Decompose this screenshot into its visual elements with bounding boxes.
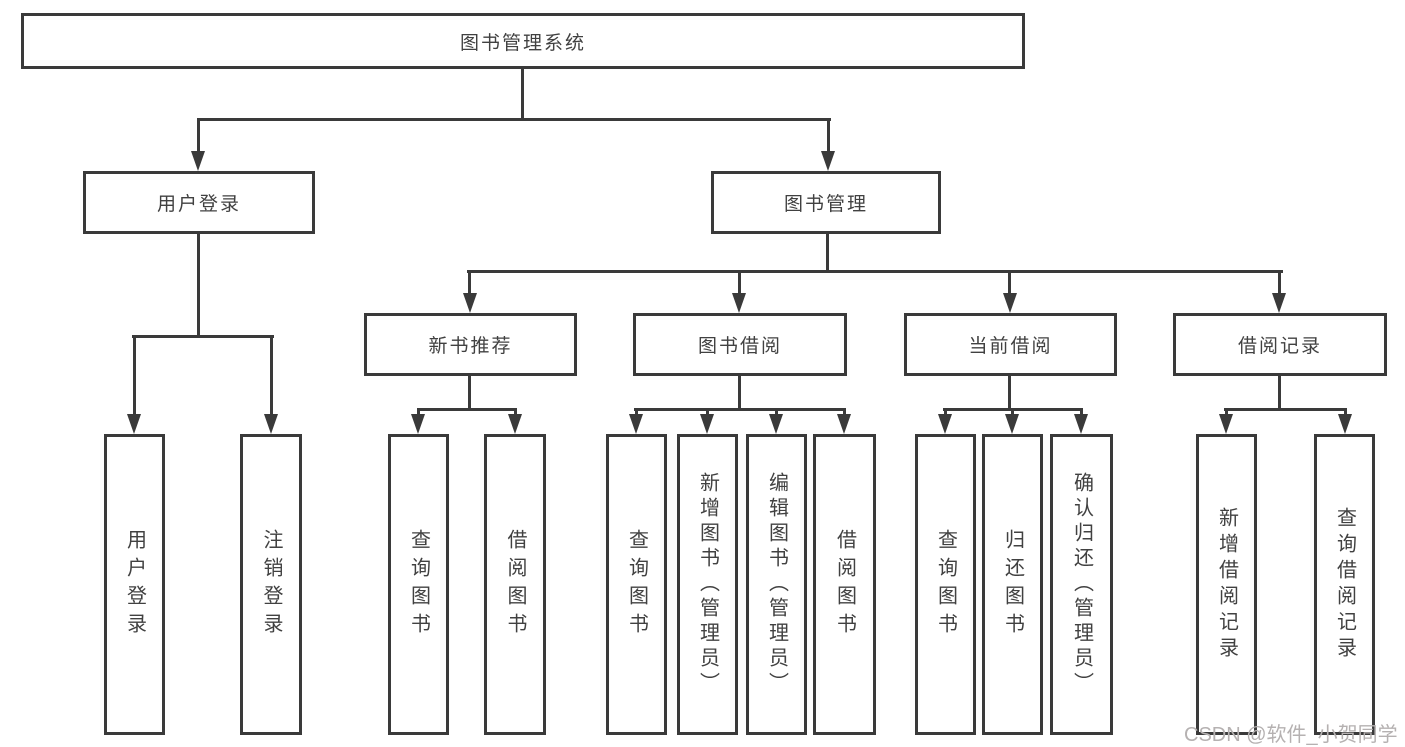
connector-line [775, 408, 778, 418]
connector-line [521, 66, 524, 121]
node-label: 借阅图书 [833, 528, 856, 641]
leaf-recommend-borrow-books: 借阅图书 [484, 434, 546, 735]
leaf-add-books-admin: 新增图书（管理员） [677, 434, 738, 735]
connector-line [417, 408, 420, 418]
leaf-user-login: 用户登录 [104, 434, 165, 735]
arrow-down-icon [1005, 414, 1019, 434]
arrow-down-icon [1272, 293, 1286, 313]
arrow-down-icon [508, 414, 522, 434]
leaf-logout: 注销登录 [240, 434, 302, 735]
connector-line [468, 270, 471, 295]
arrow-down-icon [629, 414, 643, 434]
connector-line [634, 408, 846, 411]
connector-line [826, 232, 829, 273]
node-label: 归还图书 [1001, 528, 1024, 641]
connector-line [417, 408, 517, 411]
node-label: 图书管理 [783, 194, 868, 215]
arrow-down-icon [1338, 414, 1352, 434]
connector-line [706, 408, 709, 418]
arrow-down-icon [821, 151, 835, 171]
connector-line [270, 335, 273, 416]
connector-line [197, 118, 200, 154]
arrow-down-icon [1219, 414, 1233, 434]
node-new-book-recommend: 新书推荐 [364, 313, 577, 376]
arrow-down-icon [1003, 293, 1017, 313]
connector-line [1011, 408, 1014, 418]
arrow-down-icon [411, 414, 425, 434]
connector-line [197, 118, 831, 121]
node-user-login: 用户登录 [83, 171, 315, 234]
connector-line [1344, 408, 1347, 418]
connector-line [944, 408, 947, 418]
connector-line [1225, 408, 1228, 418]
node-label: 确认归还（管理员） [1070, 472, 1093, 697]
arrow-down-icon [191, 151, 205, 171]
arrow-down-icon [700, 414, 714, 434]
node-book-management: 图书管理 [711, 171, 941, 234]
connector-line [468, 373, 471, 411]
leaf-query-borrow-record: 查询借阅记录 [1314, 434, 1375, 735]
arrow-down-icon [732, 293, 746, 313]
connector-line [738, 373, 741, 411]
node-borrowing-records: 借阅记录 [1173, 313, 1387, 376]
node-label: 查询图书 [934, 528, 957, 641]
connector-line [514, 408, 517, 418]
node-label: 查询图书 [407, 528, 430, 641]
connector-line [1008, 270, 1011, 295]
node-label: 查询借阅记录 [1333, 506, 1356, 663]
node-label: 借阅记录 [1237, 336, 1322, 357]
node-label: 用户登录 [156, 194, 241, 215]
arrow-down-icon [127, 414, 141, 434]
arrow-down-icon [1074, 414, 1088, 434]
connector-line [1278, 373, 1281, 411]
leaf-edit-books-admin: 编辑图书（管理员） [746, 434, 807, 735]
node-current-borrowing: 当前借阅 [904, 313, 1117, 376]
node-label: 注销登录 [260, 528, 282, 641]
connector-line [132, 335, 274, 338]
node-library-management-system: 图书管理系统 [21, 13, 1025, 69]
connector-line [1278, 270, 1281, 295]
node-label: 用户登录 [123, 528, 146, 641]
leaf-confirm-return-admin: 确认归还（管理员） [1050, 434, 1113, 735]
node-book-borrowing: 图书借阅 [633, 313, 847, 376]
leaf-borrowing-borrow-books: 借阅图书 [813, 434, 876, 735]
arrow-down-icon [264, 414, 278, 434]
connector-line [1008, 373, 1011, 411]
node-label: 查询图书 [625, 528, 648, 641]
arrow-down-icon [463, 293, 477, 313]
arrow-down-icon [938, 414, 952, 434]
node-label: 新增借阅记录 [1215, 506, 1238, 663]
leaf-current-query-books: 查询图书 [915, 434, 976, 735]
csdn-watermark: CSDN @软件_小贺同学 [1184, 724, 1398, 746]
arrow-down-icon [837, 414, 851, 434]
node-label: 新增图书（管理员） [696, 472, 719, 697]
connector-line [467, 270, 1283, 273]
leaf-return-books: 归还图书 [982, 434, 1043, 735]
arrow-down-icon [769, 414, 783, 434]
node-label: 借阅图书 [504, 528, 526, 641]
node-label: 新书推荐 [428, 336, 513, 357]
connector-line [843, 408, 846, 418]
connector-line [197, 232, 200, 338]
connector-line [1080, 408, 1083, 418]
node-label: 图书借阅 [697, 336, 782, 357]
connector-line [1224, 408, 1347, 411]
connector-line [635, 408, 638, 418]
leaf-recommend-query-books: 查询图书 [388, 434, 449, 735]
connector-line [133, 335, 136, 416]
leaf-borrowing-query-books: 查询图书 [606, 434, 667, 735]
connector-line [827, 118, 830, 154]
connector-line [738, 270, 741, 295]
leaf-add-borrow-record: 新增借阅记录 [1196, 434, 1257, 735]
node-label: 图书管理系统 [459, 32, 586, 54]
node-label: 当前借阅 [968, 336, 1053, 357]
node-label: 编辑图书（管理员） [765, 472, 788, 697]
